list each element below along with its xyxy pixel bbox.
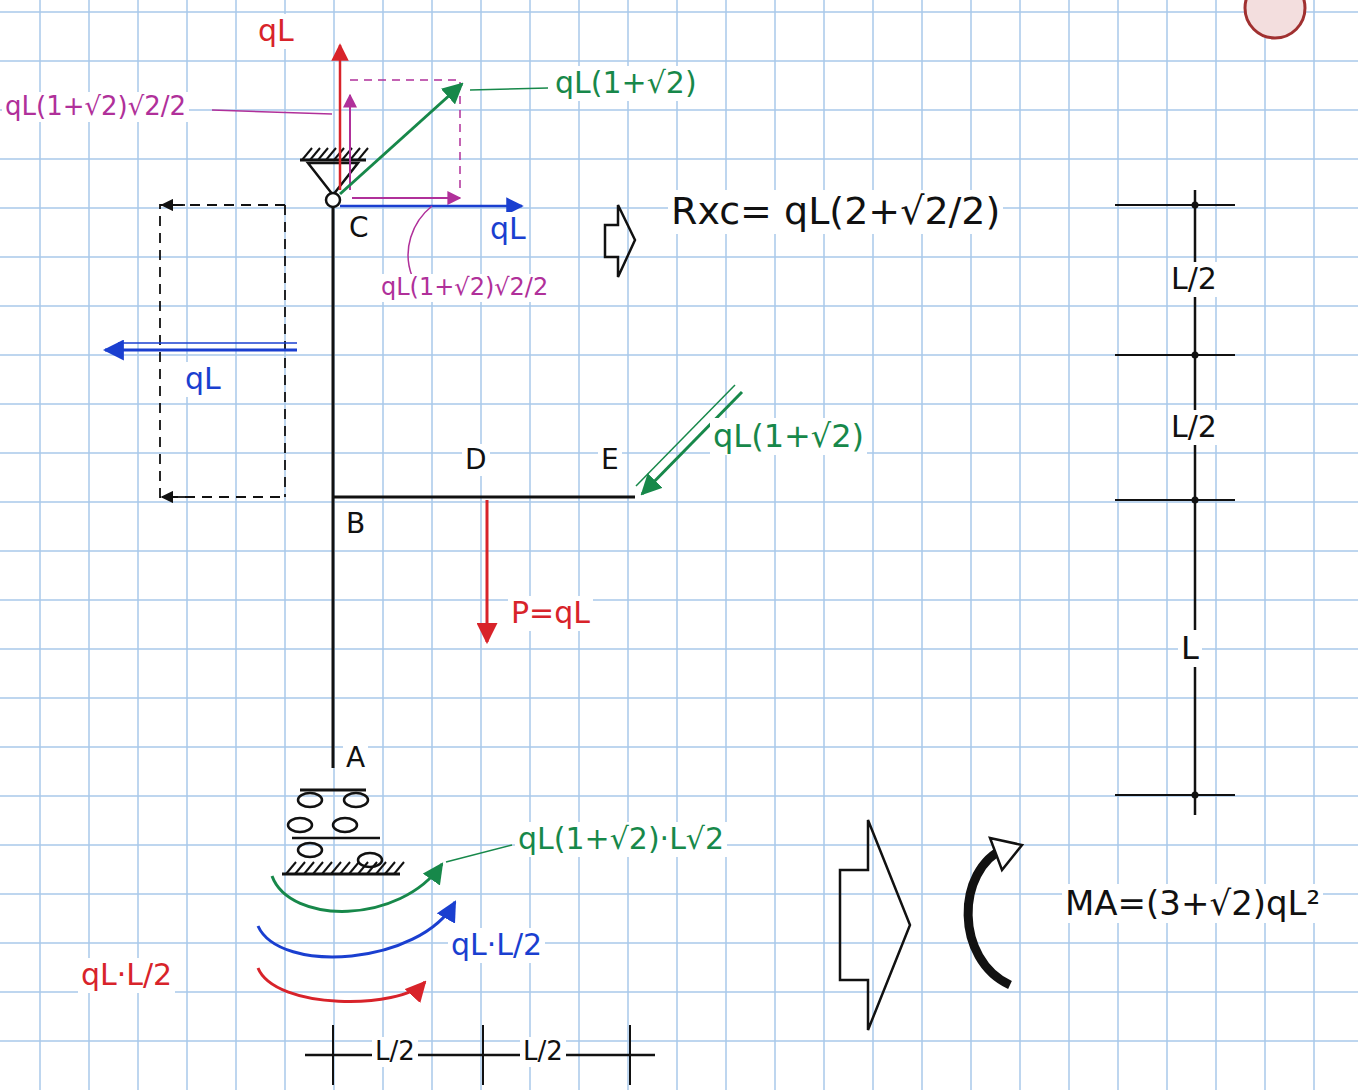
support-plate (300, 789, 366, 792)
moment-symbol (990, 838, 1022, 870)
leader (212, 110, 332, 114)
beam (333, 496, 635, 499)
leader (408, 206, 432, 276)
label: qL (182, 362, 224, 397)
resultant-arrow (105, 349, 297, 352)
hatch (394, 862, 404, 874)
dimension-tick (1115, 354, 1235, 356)
component-arrow (352, 197, 460, 199)
dimension-tick (1115, 794, 1235, 796)
implies-arrow (840, 820, 910, 1030)
label: qL(1+√2) (710, 418, 867, 455)
moment-arc (258, 968, 425, 1002)
label: A (343, 742, 368, 774)
label: L/2 (372, 1037, 418, 1067)
dimension-tick (482, 1025, 484, 1085)
label: E (598, 444, 622, 476)
label: qL(1+√2)√2/2 (378, 274, 551, 302)
load-arrow (162, 204, 185, 206)
implies-arrow (605, 205, 635, 277)
label: qL·L/2 (78, 958, 175, 993)
label: qL(1+√2) (552, 66, 700, 101)
logo (1245, 0, 1305, 38)
hatch (295, 862, 305, 874)
hatch (286, 862, 296, 874)
hatch (367, 862, 377, 874)
label: D (462, 444, 490, 476)
label: qL·L/2 (448, 928, 545, 963)
load-arrow (162, 496, 185, 498)
dimension-tick (629, 1025, 631, 1085)
hinge (326, 193, 340, 207)
label: L/2 (1168, 410, 1220, 445)
label: qL (487, 212, 529, 247)
leader (470, 88, 548, 90)
hatch (358, 148, 368, 160)
label: P=qL (508, 596, 593, 631)
hatch (385, 862, 395, 874)
label: C (346, 212, 372, 244)
label: L (1178, 630, 1202, 667)
hatch (313, 862, 323, 874)
label: Rxc= qL(2+√2/2) (668, 190, 1003, 234)
label: MA=(3+√2)qL² (1062, 884, 1323, 923)
hatch (376, 862, 386, 874)
hatch (349, 862, 359, 874)
label: qL(1+√2)·L√2 (515, 822, 727, 857)
reaction-arrow (339, 45, 342, 190)
moment-arc (258, 902, 455, 957)
label: L/2 (520, 1037, 566, 1067)
moment-arc (272, 864, 442, 911)
label: qL(1+√2)√2/2 (2, 92, 189, 122)
hatch (340, 862, 350, 874)
hatch (331, 862, 341, 874)
component-arrow (349, 95, 351, 190)
support-plate (292, 837, 380, 840)
dimension-tick (1115, 204, 1235, 206)
hatch (304, 862, 314, 874)
dimension-line (305, 1054, 655, 1057)
load-arrow (486, 500, 489, 642)
label: B (343, 508, 368, 540)
dimension-tick (1115, 499, 1235, 501)
hatch (322, 862, 332, 874)
reaction-arrow (340, 84, 462, 194)
leader (446, 845, 512, 862)
label: L/2 (1168, 262, 1220, 297)
dimension-tick (332, 1025, 334, 1085)
column (332, 200, 335, 768)
hatch (358, 862, 368, 874)
label: qL (255, 14, 297, 49)
resultant-arrow (118, 342, 297, 344)
sliding-clamp (288, 793, 382, 867)
